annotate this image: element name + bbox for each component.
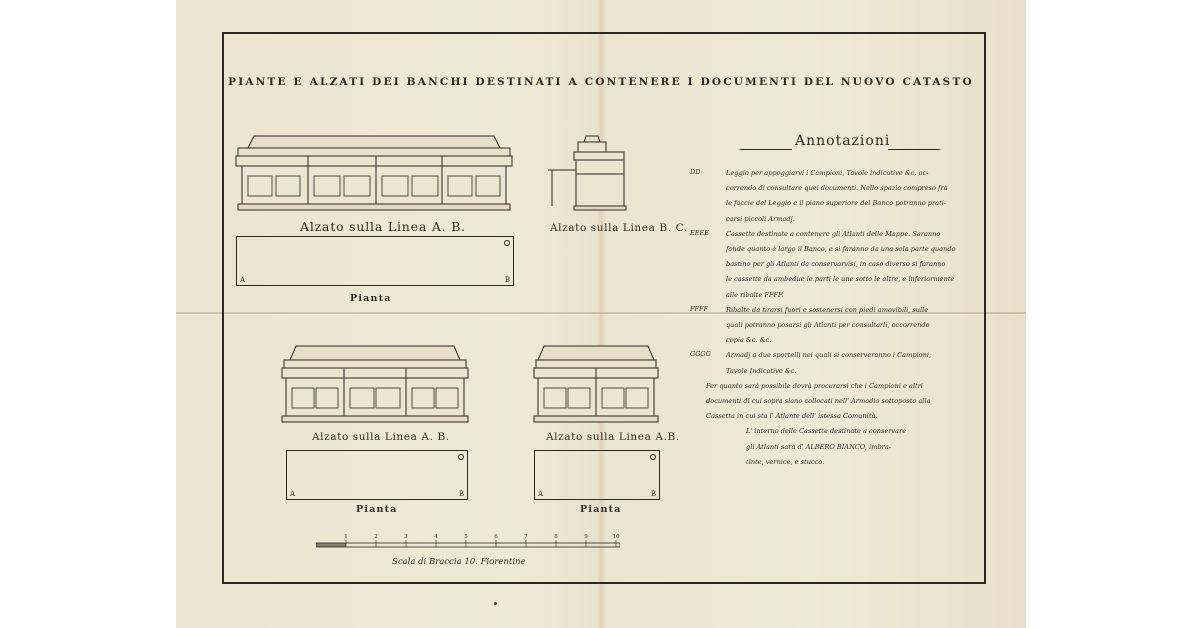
note-line: fonde quanto è largo il Banco, e si fara… — [726, 245, 956, 254]
plan-marker — [458, 454, 464, 460]
note-line: le faccie del Leggio e il piano superior… — [726, 199, 947, 208]
label-bottom-right: Alzato sulla Linea A.B. — [546, 431, 680, 443]
note-line: Per quanto sarà possibile dovrà procurar… — [706, 381, 923, 390]
note-line: carsi piccoli Armadj. — [726, 214, 795, 223]
scale-tick-label: 5 — [464, 534, 468, 540]
plan-top: A B — [236, 236, 514, 286]
note-line: bastino per gli Atlanti da conservarvisi… — [726, 260, 946, 269]
plan-marker — [504, 240, 510, 246]
label-top-left: Alzato sulla Linea A. B. — [300, 219, 466, 234]
corner-b-label: B — [504, 276, 510, 284]
note-line: Tavole Indicative &c. — [726, 366, 797, 375]
note-line: quali potranno posarsi gli Atlanti per c… — [726, 321, 930, 330]
note-line: le cassette da ambedue le parti le une s… — [726, 275, 955, 284]
elevation-top-right — [548, 135, 627, 211]
note-line: Cassetta in cui sta l' Atlante dell' ist… — [706, 412, 878, 421]
scale-tick-label: 3 — [404, 534, 408, 540]
note-eeee: EEEE Cassette destinate a contenere gli … — [690, 227, 970, 303]
scale-label: Scala di Braccia 10. Fiorentine — [392, 557, 526, 567]
plan-bottom-right: A B — [534, 450, 660, 500]
label-bottom-left: Alzato sulla Linea A. B. — [312, 431, 450, 443]
label-top-right: Alzato sulla Linea B. C. — [550, 222, 688, 234]
note-key: FFFF — [690, 304, 709, 313]
sheet-title: PIANTE E ALZATI DEI BANCHI DESTINATI A C… — [228, 76, 974, 88]
note-line: copia &c. &c. — [726, 336, 772, 345]
elevation-bottom-left — [281, 345, 469, 423]
paper-mark — [494, 602, 497, 605]
paper-sheet — [176, 0, 1026, 628]
scale-tick-label: 8 — [554, 534, 558, 540]
corner-b-label: B — [650, 490, 656, 498]
plan-marker — [650, 454, 656, 460]
note-gggg: GGGG Armadj a due sportelli nei quali si… — [690, 348, 970, 378]
note-dd: DD Leggio per appoggiarvi i Campioni, Ta… — [690, 166, 970, 227]
scale-tick-label: 10 — [613, 534, 620, 540]
note-line: Leggio per appoggiarvi i Campioni, Tavol… — [726, 169, 929, 177]
annotations-heading: Annotazioni — [795, 133, 891, 149]
scale-tick-label: 1 — [344, 534, 348, 540]
scale-ticks: 1 2 3 4 5 6 7 8 9 10 — [344, 534, 620, 547]
elevation-top-left — [235, 135, 513, 211]
scale-bar — [316, 542, 620, 548]
note-line: gli Atlanti sarà d' ALBERO BIANCO, imbra… — [746, 442, 891, 451]
scale-tick-label: 4 — [434, 534, 438, 540]
corner-a-label: A — [240, 276, 246, 284]
note-line: documenti di cui sopra siano collocati n… — [706, 397, 931, 406]
note-key: EEEE — [690, 228, 709, 237]
drawing-frame — [222, 32, 986, 584]
closing-note: Per quanto sarà possibile dovrà procurar… — [690, 379, 970, 425]
scale-tick-label: 7 — [524, 534, 528, 540]
material-note: L' interno delle Cassette destinate a co… — [690, 424, 970, 470]
scale-tick-label: 2 — [374, 534, 378, 540]
heading-rule-right — [888, 149, 940, 150]
fold-line — [176, 312, 1026, 314]
plan-bottom-left: A B — [286, 450, 468, 500]
note-line: Ribalte da tirarsi fuori e sostenersi co… — [726, 305, 929, 314]
note-line: alle ribalte FFFF. — [726, 290, 784, 299]
corner-a-label: A — [290, 490, 296, 498]
note-ffff: FFFF Ribalte da tirarsi fuori e sostener… — [690, 303, 970, 349]
note-key: DD — [690, 168, 701, 176]
scale-tick-label: 6 — [494, 534, 498, 540]
annotations-notes: DD Leggio per appoggiarvi i Campioni, Ta… — [690, 166, 970, 470]
corner-b-label: B — [458, 490, 464, 498]
note-line: Cassette destinate a contenere gli Atlan… — [726, 229, 941, 238]
note-line: tinte, vernice, e stucco. — [746, 457, 825, 466]
heading-rule-left — [740, 149, 792, 150]
elevation-bottom-right — [533, 345, 659, 423]
scale-tick-label: 9 — [584, 534, 588, 540]
label-bottom-right-plan: Pianta — [580, 504, 622, 515]
note-line: L' interno delle Cassette destinate a co… — [746, 427, 907, 436]
note-line: correndo di consultare quei documenti. N… — [726, 184, 948, 193]
label-bottom-left-plan: Pianta — [356, 504, 398, 515]
corner-a-label: A — [538, 490, 544, 498]
note-line: Armadj a due sportelli nei quali si cons… — [726, 351, 932, 360]
label-top-plan: Pianta — [350, 293, 392, 304]
note-key: GGGG — [690, 350, 711, 359]
